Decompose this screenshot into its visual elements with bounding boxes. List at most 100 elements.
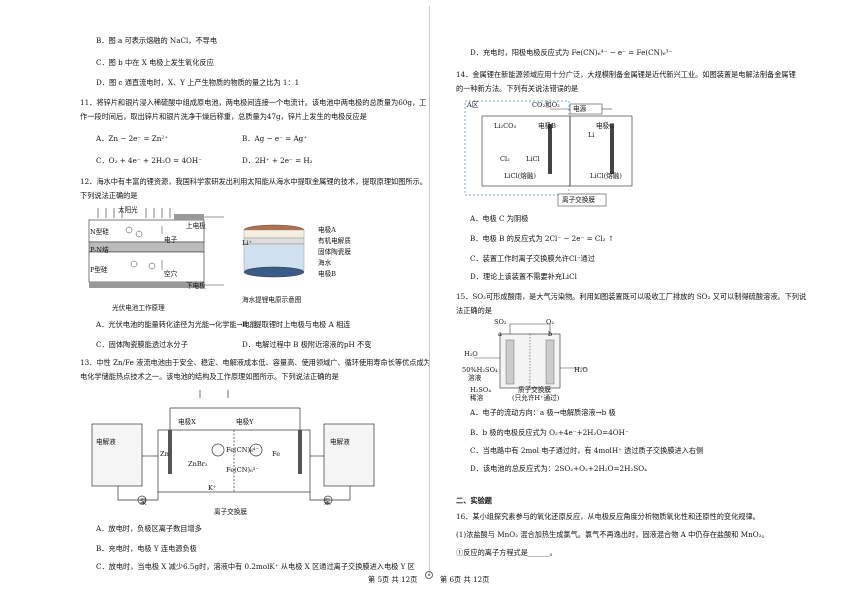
q15-option-d: D．该电池的总反应式为：2SO₂+O₂+2H₂O=2H₂SO₄: [470, 464, 647, 473]
pv-caption: 光伏电池工作原理: [112, 304, 165, 312]
li14-cl2-label: Cl₂: [500, 155, 510, 163]
flow-electrolyte-right-label: 电解液: [330, 438, 350, 446]
q12-stem-line1: 12．海水中有丰富的锂资源，我国科学家研发出利用太阳能从海水中提取金属锂的技术，…: [80, 177, 427, 186]
pv-top-electrode-label: 上电极: [186, 222, 206, 230]
q15-option-b: B．b 极的电极反应式为 O₂+4e⁻+2H₂O=4OH⁻: [470, 428, 629, 437]
q14-option-a: A．电极 C 为阴极: [470, 214, 529, 223]
q10-option-d: D．图 c 通直流电时，X、Y 上产生物质的物质的量之比为 1：1: [96, 78, 300, 87]
pv-n-label: N型硅: [90, 228, 109, 236]
flow-zn-label: Zn: [160, 450, 169, 458]
q11-option-b: B．Ag − e⁻ = Ag⁺: [242, 134, 308, 143]
q12-option-a: A．光伏电池的能量转化途径为光能→化学能→电能: [96, 320, 257, 329]
flow-fecn-a-label: Fe(CN)₆⁴⁻: [226, 446, 259, 454]
column-divider: [429, 6, 430, 576]
left-column: B．图 a 可表示熔融的 NaCl，不导电 C．图 b 中在 X 电极上发生氧化…: [36, 0, 436, 608]
q11-stem-line2: 作一段时间后，取出锌片和银片洗净干燥后称重，总质量为47g，锌片上发生的电极反应…: [80, 112, 367, 121]
pv-electron-label: 电子: [164, 236, 178, 244]
left-page-number: 第 5页 共 12页: [368, 575, 418, 584]
q10-option-c: C．图 b 中在 X 电极上发生氧化反应: [96, 58, 214, 67]
pv-sunlight-label: 太阳光: [118, 206, 138, 214]
flow-battery-diagram: [91, 390, 375, 505]
li-caption: 海水提锂电原示意图: [242, 296, 302, 304]
so2-h2o-out-label: H₂O: [574, 366, 588, 374]
q11-option-c: C．O₂ + 4e⁻ + 2H₂O = 4OH⁻: [96, 156, 202, 165]
q12-stem-line2: 下列说法正确的是: [80, 191, 138, 200]
flow-znbr2-label: ZnBr₂: [188, 460, 208, 468]
q14-option-d: D．理论上该装置不需要补充LiCl: [470, 272, 577, 281]
q13-option-d: D．充电时，阳极电极反应式为 Fe(CN)₆⁴⁻ − e⁻ = Fe(CN)₆³…: [470, 48, 673, 57]
so2-dilute-label: 稀溶: [470, 394, 484, 402]
li14-power-label: 电源: [573, 105, 587, 113]
flow-pump-right-label: 泵: [324, 498, 331, 506]
q16-stem: 16．某小组探究素参与的氧化还原反应，从电极反应角度分析物质氧化性和还原性的变化…: [456, 512, 760, 521]
q11-option-a: A．Zn − 2e⁻ = Zn²⁺: [96, 134, 169, 143]
so2-electrode-a-label: a: [498, 330, 502, 338]
q13-option-b: B．充电时，电极 Y 连电源负极: [96, 544, 197, 553]
li-electrode-b-label: 电极B: [318, 270, 337, 278]
flow-electrode-y-label: 电极Y: [236, 418, 254, 426]
li14-electrode-c-label: 电极C: [596, 122, 615, 130]
pv-cell-diagram: [88, 208, 224, 288]
q16-part1: (1)浓盐酸与 MnO₂ 混合加热生成氯气。氯气不再逸出时，固液混合物 A 中仍…: [456, 530, 769, 539]
li14-zone-a-label: A区: [467, 101, 479, 109]
li-electrode-a-label: 电极A: [318, 226, 336, 234]
right-page-number: 第 6页 共 12页: [440, 575, 490, 584]
section-2-heading: 二、实验题: [456, 496, 492, 505]
q10-option-b: B．图 a 可表示熔融的 NaCl，不导电: [96, 36, 218, 45]
flow-fe-label: Fe: [272, 450, 281, 458]
so2-solution-label: 溶液: [468, 374, 482, 382]
q15-stem-line1: 15．SO₂可形成酸雨，是大气污染物。利用如图装置既可以吸收工厂排放的 SO₂ …: [456, 292, 807, 301]
q15-stem-line2: 法正确的是: [456, 306, 492, 315]
flow-electrolyte-left-label: 电解液: [96, 438, 116, 446]
li14-li-label: Li: [588, 131, 595, 139]
li-organic-electrolyte-label: 有机电解质: [318, 237, 351, 245]
q14-stem-line1: 14．金属锂在新能源领域应用十分广泛，大规模制备金属锂是近代新兴工业。如图装置是…: [456, 70, 796, 79]
li-seawater-label: 海水: [318, 259, 332, 267]
q15-option-c: C．当电路中有 2mol 电子通过时，有 4molH⁺ 透过质子交换膜进入右侧: [470, 446, 704, 455]
li-ion-label: Li⁺: [242, 239, 252, 247]
li-ceramic-membrane-label: 固体陶瓷膜: [318, 248, 351, 256]
q13-option-c: C．放电时，当电极 X 减少6.5g时，溶液中有 0.2molK⁺ 从电极 X …: [96, 562, 415, 571]
pv-hole-label: 空穴: [164, 270, 178, 278]
pv-bottom-electrode-label: 下电极: [186, 282, 206, 290]
q12-option-c: C．固体陶瓷膜能透过水分子: [96, 340, 188, 349]
q13-option-a: A．放电时，负极区离子数目增多: [96, 524, 202, 533]
flow-pump-left-label: 泵: [140, 498, 147, 506]
so2-cell-diagram: [474, 323, 586, 389]
flow-fecn-b-label: Fe(CN)₆³⁻: [226, 466, 259, 474]
q11-option-d: D．2H⁺ + 2e⁻ = H₂: [242, 156, 313, 165]
li14-licl-label: LiCl: [526, 155, 540, 163]
li14-co2o2-label: CO₂和O₂: [532, 101, 560, 109]
so2-h2so4-50-label: 50%H₂SO₄: [462, 366, 498, 374]
q15-option-a: A．电子的流动方向：a 极→电解质溶液→b 极: [470, 408, 616, 417]
li-extraction-diagram: [243, 224, 305, 278]
li14-membrane-label: 离子交换膜: [562, 196, 595, 204]
flow-membrane-label: 离子交换膜: [214, 508, 247, 516]
li14-li2co3-label: Li₂CO₃: [494, 122, 517, 130]
li14-melt-right-label: LiCl(熔融): [590, 172, 622, 180]
li14-melt-left-label: LiCl(熔融): [504, 172, 536, 180]
li14-electrode-b-label: 电极B: [538, 122, 557, 130]
pv-p-label: P型硅: [90, 266, 108, 274]
so2-h2o-in-label: H₂O: [464, 350, 478, 358]
q14-stem-line2: 的一种新方法。下列有关说法错误的是: [456, 84, 579, 93]
flow-electrode-x-label: 电极X: [178, 418, 196, 426]
q11-stem-line1: 11．将锌片和银片浸入稀硫酸中组成原电池，两电极间连接一个电流计。该电池中两电极…: [80, 98, 427, 107]
flow-k-label: K⁺: [208, 484, 217, 492]
sunlight-arrows: [97, 208, 171, 218]
q16-part1-blank: ①反应的离子方程式是______。: [456, 548, 557, 557]
so2-h2so4-label: H₂SO₄: [470, 386, 491, 394]
binding-hole-icon: [425, 571, 433, 579]
so2-membrane-note: (只允许H⁺通过): [512, 394, 560, 402]
q13-stem-line2: 电化学储能热点技术之一。该电池的结构及工作原理如图所示。下列说法正确的是: [80, 372, 339, 381]
q14-option-c: C．装置工作时离子交换膜允许Cl⁻通过: [470, 254, 595, 263]
o2-inlet-label: O₂: [546, 318, 555, 326]
q12-option-b: B．提取锂时上电极与电极 A 相连: [242, 320, 351, 329]
li-electrolysis-diagram: [464, 100, 633, 207]
so2-membrane-label: 质子交换膜: [518, 386, 551, 394]
q12-option-d: D．电解过程中 B 极附近溶液的pH 不变: [242, 340, 372, 349]
q14-option-b: B．电极 B 的反应式为 2Cl⁻ − 2e⁻ = Cl₂ ↑: [470, 234, 614, 243]
q13-stem-line1: 13．中性 Zn/Fe 液流电池由于安全、稳定、电解液成本低、容量高、使用领域广…: [80, 358, 431, 367]
so2-electrode-b-label: b: [548, 330, 553, 338]
